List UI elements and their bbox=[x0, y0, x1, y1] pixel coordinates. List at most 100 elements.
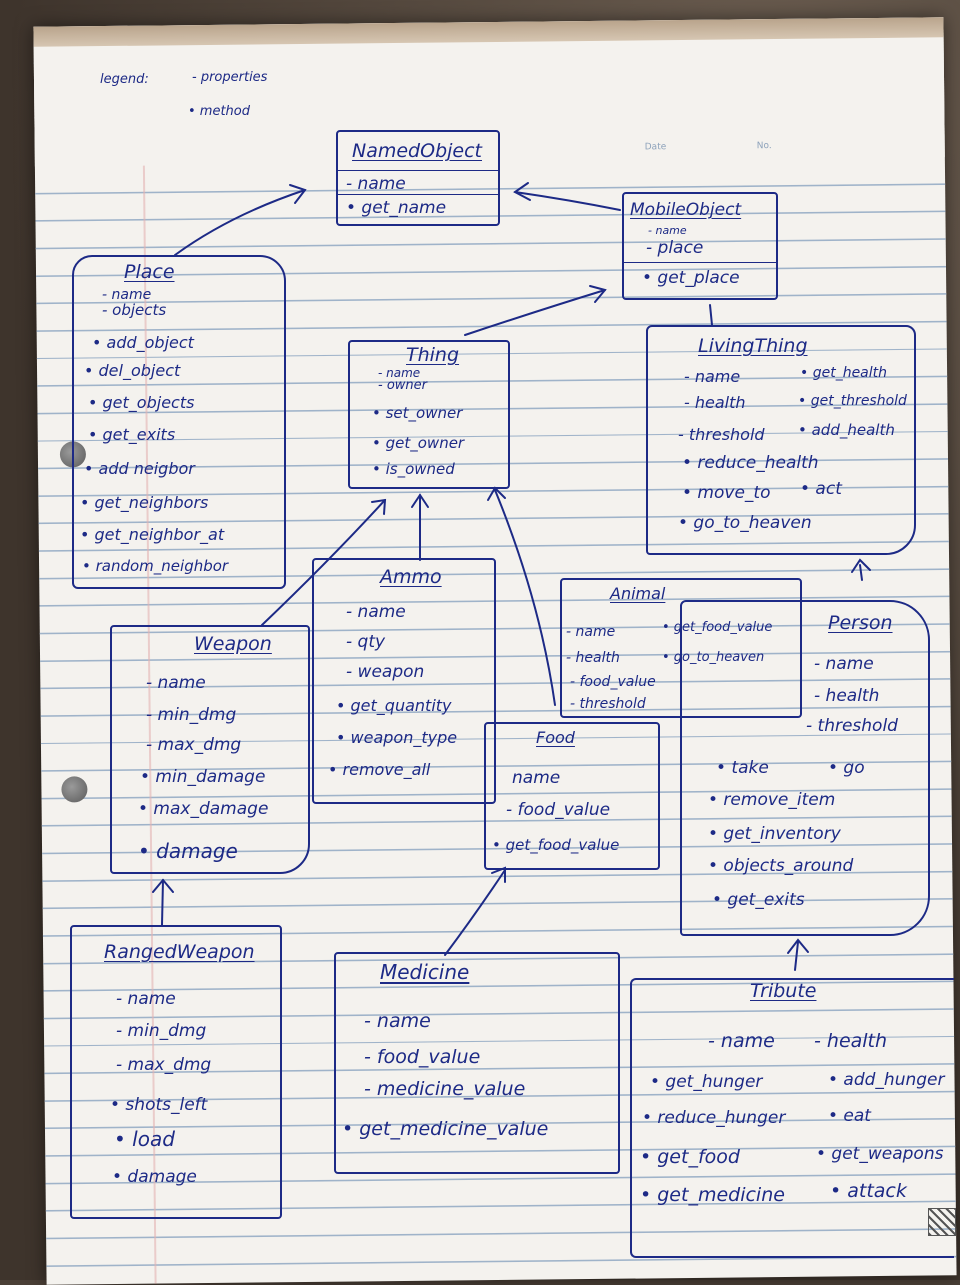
property-item: - min_dmg bbox=[116, 1021, 207, 1041]
class-ammo: Ammo - name - qty - weapon • get_quantit… bbox=[312, 558, 496, 804]
method-item: • get_health bbox=[800, 365, 888, 381]
method-item: • damage bbox=[112, 1167, 197, 1187]
property-item: - food_value bbox=[506, 800, 611, 820]
method-item: • get_name bbox=[346, 198, 447, 218]
method-item: • shots_left bbox=[110, 1095, 208, 1115]
property-item: - threshold bbox=[806, 716, 898, 736]
method-item: • act bbox=[800, 479, 842, 499]
property-item: - max_dmg bbox=[116, 1055, 212, 1075]
class-title: Food bbox=[536, 728, 575, 747]
class-weapon: Weapon - name - min_dmg - max_dmg • min_… bbox=[110, 625, 310, 874]
method-item: • del_object bbox=[84, 361, 181, 380]
property-item: - name bbox=[814, 654, 874, 674]
property-item: - name bbox=[708, 1030, 775, 1052]
method-item: • load bbox=[114, 1127, 175, 1151]
class-title: Medicine bbox=[380, 960, 470, 984]
method-item: • reduce_health bbox=[682, 453, 819, 473]
class-title: Place bbox=[124, 261, 175, 283]
method-item: • get_neighbors bbox=[80, 493, 209, 512]
class-title: Weapon bbox=[194, 633, 272, 655]
class-title: Ammo bbox=[380, 566, 442, 588]
number-label: No. bbox=[756, 141, 772, 152]
property-item: - threshold bbox=[570, 696, 646, 712]
class-title: NamedObject bbox=[352, 140, 482, 162]
method-item: • eat bbox=[828, 1106, 871, 1126]
method-item: • get_inventory bbox=[708, 824, 841, 844]
method-item: • get_hunger bbox=[650, 1072, 763, 1092]
property-item: - name bbox=[346, 174, 406, 194]
method-item: • get_exits bbox=[712, 890, 805, 910]
property-item: - health bbox=[814, 1030, 888, 1052]
method-item: • get_owner bbox=[372, 434, 465, 452]
property-item: - max_dmg bbox=[146, 735, 242, 755]
property-item: - name bbox=[364, 1010, 431, 1032]
method-item: • get_objects bbox=[88, 393, 195, 412]
method-item: • get_food_value bbox=[492, 836, 620, 854]
method-item: • get_medicine_value bbox=[342, 1118, 549, 1140]
property-item: - weapon bbox=[346, 662, 425, 682]
method-item: • go_to_heaven bbox=[678, 513, 812, 533]
class-title: Animal bbox=[610, 584, 666, 603]
property-item: - food_value bbox=[364, 1046, 481, 1068]
property-item: - name bbox=[684, 367, 741, 386]
legend-label: legend: bbox=[100, 72, 149, 87]
property-item: - food_value bbox=[570, 674, 656, 690]
legend-properties: - properties bbox=[192, 70, 268, 85]
property-item: - min_dmg bbox=[146, 705, 237, 725]
class-title: Thing bbox=[406, 344, 460, 366]
property-item: - qty bbox=[346, 632, 386, 652]
method-item: • go bbox=[828, 758, 865, 778]
date-label: Date bbox=[644, 142, 667, 153]
method-item: • get_threshold bbox=[798, 393, 907, 409]
class-title: Tribute bbox=[750, 980, 817, 1002]
method-item: • get_exits bbox=[88, 425, 176, 444]
method-item: • is_owned bbox=[372, 460, 455, 478]
class-animal: Animal - name - health - food_value - th… bbox=[560, 578, 802, 718]
method-item: • get_food bbox=[640, 1146, 740, 1168]
method-item: • set_owner bbox=[372, 404, 463, 422]
legend-method: • method bbox=[188, 104, 251, 119]
property-item: - owner bbox=[378, 378, 427, 393]
class-title: MobileObject bbox=[630, 200, 742, 220]
property-item: - medicine_value bbox=[364, 1078, 526, 1100]
method-item: • min_damage bbox=[140, 767, 266, 787]
method-item: • reduce_hunger bbox=[642, 1108, 786, 1128]
method-item: • add_object bbox=[92, 333, 194, 352]
property-item: - name bbox=[378, 366, 421, 380]
method-item: • go_to_heaven bbox=[662, 650, 765, 665]
class-medicine: Medicine - name - food_value - medicine_… bbox=[334, 952, 620, 1174]
class-thing: Thing - name - owner • set_owner • get_o… bbox=[348, 340, 510, 489]
method-item: • remove_all bbox=[328, 760, 431, 779]
class-tribute: Tribute - name - health • get_hunger • a… bbox=[630, 978, 954, 1258]
property-item: - name bbox=[648, 224, 687, 237]
property-item: - health bbox=[566, 650, 620, 666]
method-item: • add neigbor bbox=[84, 459, 195, 478]
method-item: • add_hunger bbox=[828, 1070, 945, 1090]
method-item: • objects_around bbox=[708, 856, 854, 876]
property-item: - name bbox=[346, 602, 406, 622]
class-namedobject: NamedObject - name • get_name bbox=[336, 130, 500, 226]
method-item: • move_to bbox=[682, 483, 771, 503]
method-item: • max_damage bbox=[138, 799, 269, 819]
class-rangedweapon: RangedWeapon - name - min_dmg - max_dmg … bbox=[70, 925, 282, 1219]
property-item: - name bbox=[146, 673, 206, 693]
class-mobileobject: MobileObject - name - place • get_place bbox=[622, 192, 778, 300]
property-item: - health bbox=[814, 686, 880, 706]
method-item: • get_neighbor_at bbox=[80, 525, 225, 544]
class-food: Food name - food_value • get_food_value bbox=[484, 722, 660, 870]
method-item: • damage bbox=[138, 839, 238, 863]
property-item: - threshold bbox=[678, 425, 765, 444]
method-item: • get_place bbox=[642, 268, 740, 288]
method-item: • weapon_type bbox=[336, 728, 458, 747]
class-livingthing: LivingThing - name - health - threshold … bbox=[646, 325, 916, 555]
class-place: Place - name - objects • add_object • de… bbox=[72, 255, 286, 589]
property-item: - name bbox=[116, 989, 176, 1009]
property-item: name bbox=[512, 768, 561, 788]
method-item: • add_health bbox=[798, 421, 895, 439]
class-title: RangedWeapon bbox=[104, 941, 255, 963]
method-item: • get_quantity bbox=[336, 696, 452, 715]
property-item: - objects bbox=[102, 301, 167, 319]
punch-hole bbox=[61, 776, 88, 803]
method-item: • take bbox=[716, 758, 769, 778]
property-item: - name bbox=[566, 624, 616, 640]
